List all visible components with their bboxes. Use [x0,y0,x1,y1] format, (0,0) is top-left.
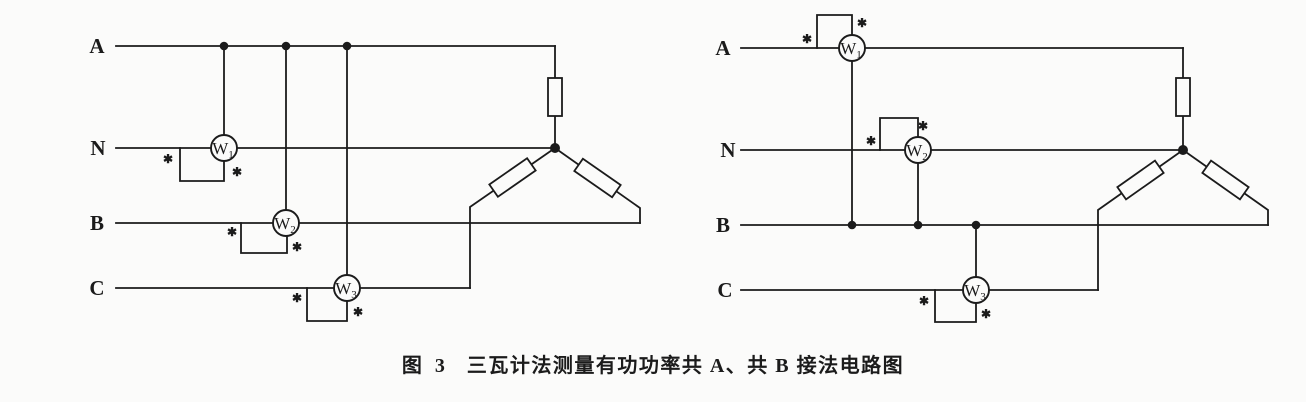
phase-label-a: A [715,36,731,60]
phase-label-b: B [716,213,730,237]
polarity-mark: ✱ [292,240,302,254]
load-resistor-phase-c [1116,159,1165,201]
left-circuit: W1 W2 W3 ✱ ✱ ✱ ✱ ✱ ✱ A N B [89,34,641,322]
wattmeter-w2: W2 [272,209,300,237]
load-resistor-phase-a [547,77,563,117]
star-point-dot [550,143,560,153]
wattmeter-w1: W1 [838,34,866,62]
wattmeter-dial [904,136,932,164]
phase-label-n: N [720,138,735,162]
wattmeter-label: W2 [906,141,928,163]
wattmeter-w2: W2 [904,136,932,164]
wattmeter-w3: W3 [333,274,361,302]
star-point-dot [1178,145,1188,155]
polarity-mark: ✱ [919,294,929,308]
junction-dot [281,41,291,51]
polarity-mark: ✱ [353,305,363,319]
polarity-mark: ✱ [918,119,928,133]
junction-dot [342,41,352,51]
current-coil-loop-w2 [879,117,919,151]
figure-number: 图 3 [401,355,449,377]
current-coil-loop-w3 [306,287,348,322]
polarity-mark: ✱ [857,16,867,30]
load-resistor-phase-c [488,156,537,199]
phase-label-b: B [90,211,104,235]
phase-label-n: N [90,136,105,160]
junction-dot [971,220,981,230]
wattmeter-label: W3 [964,281,986,303]
wattmeter-label: W1 [840,39,862,61]
wattmeter-dial [210,134,238,162]
polarity-mark: ✱ [981,307,991,321]
wattmeter-dial [962,276,990,304]
load-resistor-phase-b [573,157,622,199]
current-coil-loop-w1 [179,147,225,182]
wattmeter-dial [838,34,866,62]
wattmeter-label: W1 [212,139,234,161]
load-resistor-phase-b [1201,159,1250,201]
phase-label-a: A [89,34,105,58]
junction-dot [219,41,229,51]
wattmeter-w1: W1 [210,134,238,162]
polarity-mark: ✱ [163,152,173,166]
current-coil-loop-w2 [240,222,288,254]
polarity-mark: ✱ [802,32,812,46]
wattmeter-label: W3 [335,279,357,301]
junction-dot [847,220,857,230]
figure-caption-text: 三瓦计法测量有功功率共 A、共 B 接法电路图 [466,355,905,377]
phase-label-c: C [89,276,104,300]
load-resistor-phase-a [1175,77,1191,117]
polarity-mark: ✱ [292,291,302,305]
polarity-mark: ✱ [232,165,242,179]
wattmeter-label: W2 [274,214,296,236]
polarity-mark: ✱ [227,225,237,239]
current-coil-loop-w3 [934,289,977,323]
right-circuit: W1 W2 W3 ✱ ✱ ✱ ✱ ✱ ✱ A N B [715,14,1269,323]
junction-dot [913,220,923,230]
current-coil-loop-w1 [816,14,853,49]
wattmeter-dial [272,209,300,237]
phase-label-c: C [717,278,732,302]
wattmeter-dial [333,274,361,302]
polarity-mark: ✱ [866,134,876,148]
figure-caption: 图 3 三瓦计法测量有功功率共 A、共 B 接法电路图 [0,349,1306,378]
wattmeter-w3: W3 [962,276,990,304]
